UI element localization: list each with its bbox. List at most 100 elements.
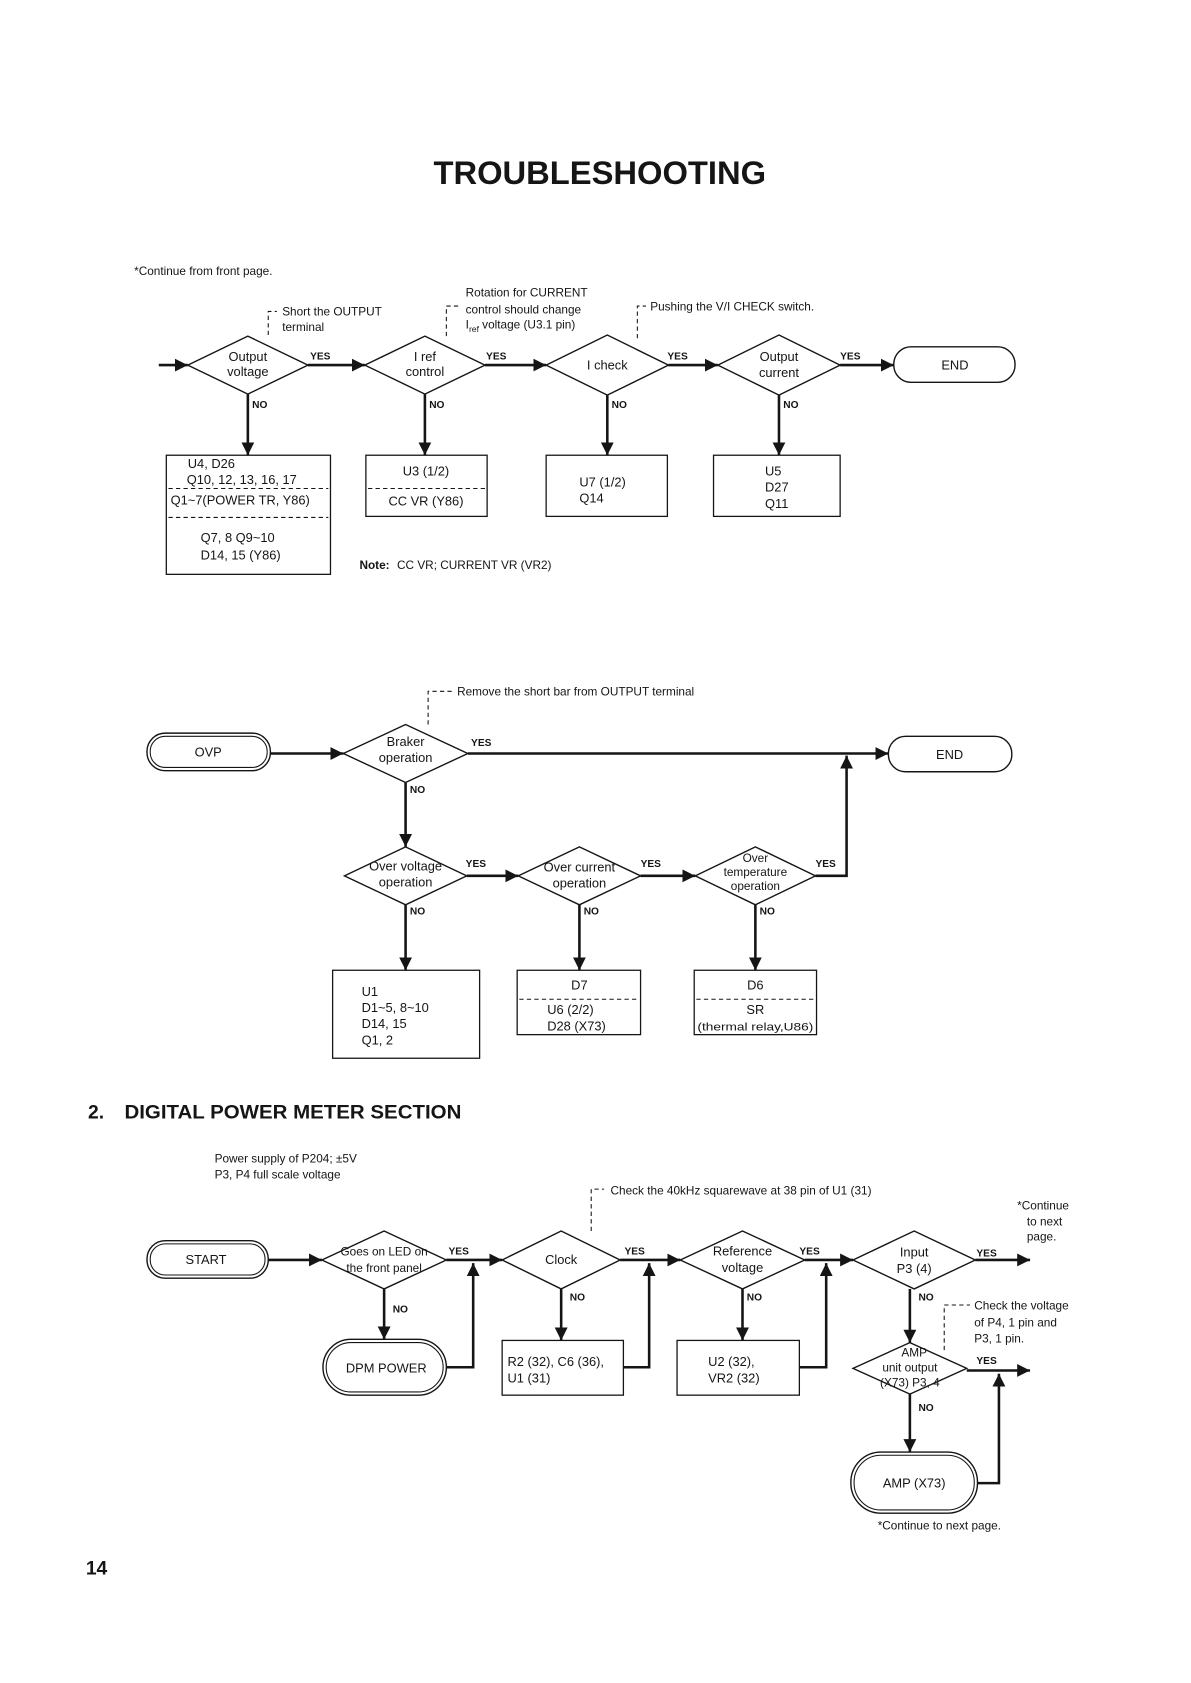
terminal-label: AMP (X73) [883,1475,946,1490]
part-ref: Q10, 12, 13, 16, 17 [187,472,297,487]
annotation-line: Check the voltage [974,1298,1069,1312]
decision-label: I ref [414,349,437,364]
decision-label: operation [553,876,607,891]
parts-box-over-voltage: U1 D1~5, 8~10 D14, 15 Q1, 2 [331,969,481,1059]
part-ref: U1 [362,984,378,999]
part-ref: Q11 [765,496,788,511]
decision-over-voltage: Over voltage operation [342,846,469,906]
terminal-end: END [893,346,1016,383]
part-ref: U5 [765,464,781,479]
part-ref: U3 (1/2) [403,464,449,479]
no-label: NO [393,1305,408,1316]
annotation-line: Short the OUTPUT [282,305,382,319]
decision-label: (X73) P3, 4 [880,1376,940,1390]
parts-box-reference-voltage: U2 (32), VR2 (32) [676,1339,801,1396]
annotation-leader [427,690,454,725]
decision-i-check: I check [544,334,671,396]
note-text: CC VR; CURRENT VR (VR2) [397,558,552,572]
decision-label: operation [379,750,433,765]
decision-diamond [851,1341,969,1395]
continue-next-page-right: *Continue to next page. [1017,1199,1069,1244]
no-label: NO [783,400,798,411]
no-label: NO [918,1293,933,1304]
part-ref: R2 (32), C6 (36), [508,1354,604,1369]
return-arrow [799,1263,833,1369]
annotation-leader [590,1188,605,1231]
part-ref: Q1~7(POWER TR, Y86) [171,493,310,508]
decision-label: temperature [724,865,788,879]
parts-box-over-temperature: D6 SR (thermal relay,U86) [693,969,818,1036]
part-ref: U6 (2/2) [547,1002,593,1017]
terminal-inner-border [853,1454,975,1511]
decision-over-current: Over current operation [516,846,643,906]
annotation-line: of P4, 1 pin and [974,1315,1057,1329]
decision-label: P3 (4) [897,1261,932,1276]
parts-box [331,969,481,1059]
return-arrow [446,1263,480,1369]
annotation-clock-check: Check the 40kHz squarewave at 38 pin of … [590,1184,872,1231]
annotation-line: Remove the short bar from OUTPUT termina… [457,685,694,699]
continue-next-page-bottom: *Continue to next page. [878,1518,1001,1532]
terminal-amp-x73: AMP (X73) [850,1451,979,1514]
return-arrow [977,1373,1006,1485]
page-title: TROUBLESHOOTING [433,155,766,191]
decision-braker-operation: Braker operation [341,723,470,784]
decision-label: Braker [387,734,426,749]
decision-label: the front panel [346,1261,421,1275]
yes-return-arrow [815,755,854,878]
decision-label: operation [379,875,433,890]
annotation-rotation-current: Rotation for CURRENT control should chan… [445,285,588,337]
terminal-label: START [186,1252,227,1267]
decision-label: voltage [722,1260,763,1275]
decision-label: current [759,365,799,380]
decision-label: Output [229,349,268,364]
part-ref: Q7, 8 Q9~10 [201,530,275,545]
decision-label: AMP [901,1346,927,1360]
parts-box-output-current: U5 D27 Q11 [712,454,841,518]
part-ref: (thermal relay,U86) [697,1021,813,1033]
parts-box [676,1339,801,1396]
terminal-start: START [146,1239,269,1279]
terminal-label: DPM POWER [346,1361,427,1376]
yes-label: YES [624,1247,645,1258]
part-ref: D1~5, 8~10 [362,1000,429,1015]
decision-amp-unit-output: AMP unit output (X73) P3, 4 [851,1341,969,1395]
annotation-line: Pushing the V/I CHECK switch. [650,299,814,313]
part-ref: U7 (1/2) [579,474,625,489]
continue-line: *Continue [1017,1199,1069,1213]
decision-led-on: Goes on LED on the front panel [320,1230,449,1290]
yes-label: YES [815,859,836,870]
yes-label: YES [486,352,507,363]
part-ref: D14, 15 (Y86) [201,547,281,562]
yes-label: YES [976,1249,997,1260]
decision-clock: Clock [500,1230,622,1290]
decision-label: Over voltage [369,858,442,873]
decision-label: operation [731,879,780,893]
iref-rest: voltage (U3.1 pin) [482,318,575,332]
section-number: 2. [88,1102,104,1123]
part-ref: D14, 15 [362,1016,407,1031]
yes-label: YES [466,859,487,870]
annotation-line: Rotation for CURRENT [466,285,588,299]
annotation-remove-short-bar: Remove the short bar from OUTPUT termina… [427,685,694,725]
terminal-inner-border [325,1342,444,1393]
no-label: NO [760,906,775,917]
parts-box-over-current: D7 U6 (2/2) D28 (X73) [516,969,642,1036]
parts-box [365,454,488,518]
annotation-leader [445,305,460,337]
terminal-inner-border [149,735,268,769]
parts-box [516,969,642,1036]
terminal-shape [146,732,272,772]
section-digital-power-meter: 2. DIGITAL POWER METER SECTION Power sup… [88,1102,1069,1532]
no-label: NO [612,400,627,411]
decision-label: Output [760,349,799,364]
no-label: NO [410,906,425,917]
yes-label: YES [310,352,331,363]
part-ref: D28 (X73) [547,1018,606,1033]
flowchart-output-check: Short the OUTPUT terminal Rotation for C… [158,285,1016,575]
part-ref: D27 [765,480,789,495]
terminal-label: END [936,747,963,762]
annotation-vi-check: Pushing the V/I CHECK switch. [636,299,814,339]
decision-label: voltage [227,364,268,379]
decision-iref-control: I ref control [363,335,487,395]
